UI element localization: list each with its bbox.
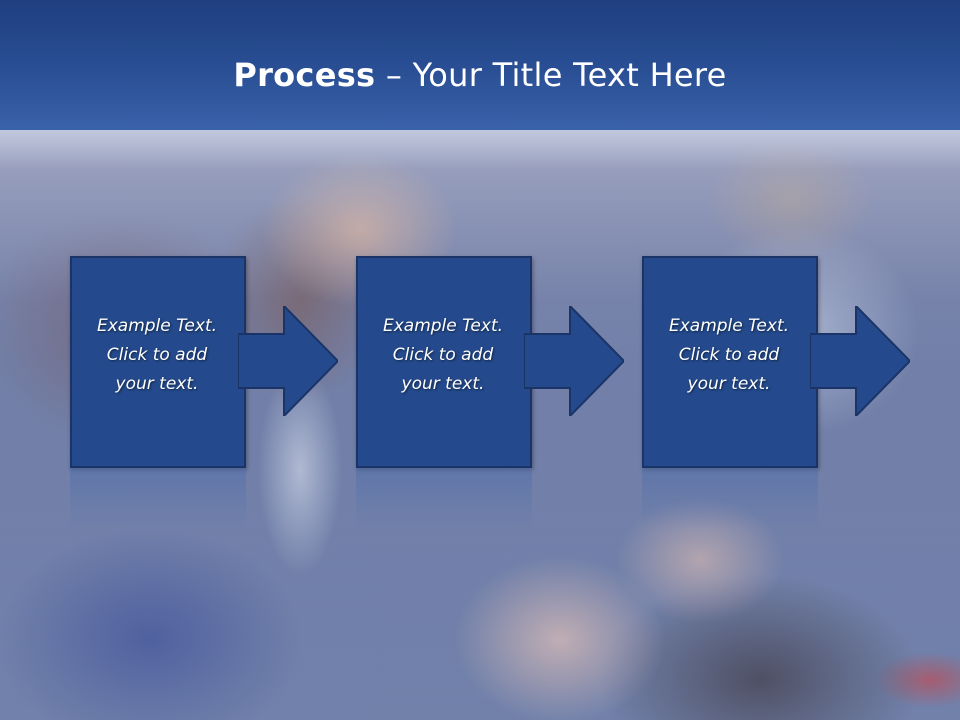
right-arrow-icon [524,306,624,416]
step-reflection [642,468,818,528]
title-bar [0,0,960,130]
title-rest: – Your Title Text Here [375,56,727,94]
step-box[interactable] [642,256,818,468]
process-step-2[interactable]: Example Text. Click to add your text. [356,256,646,468]
right-arrow-icon [238,306,338,416]
slide-title[interactable]: Process – Your Title Text Here [0,52,960,98]
step-text[interactable]: Example Text. Click to add your text. [382,316,504,394]
right-arrow-icon [810,306,910,416]
step-text[interactable]: Example Text. Click to add your text. [96,316,218,394]
step-box[interactable] [356,256,532,468]
process-step-3[interactable]: Example Text. Click to add your text. [642,256,932,468]
title-bold: Process [233,56,376,94]
process-step-1[interactable]: Example Text. Click to add your text. [70,256,360,468]
title-bar-fade [0,130,960,170]
step-reflection [70,468,246,528]
step-reflection [356,468,532,528]
step-text[interactable]: Example Text. Click to add your text. [668,316,790,394]
